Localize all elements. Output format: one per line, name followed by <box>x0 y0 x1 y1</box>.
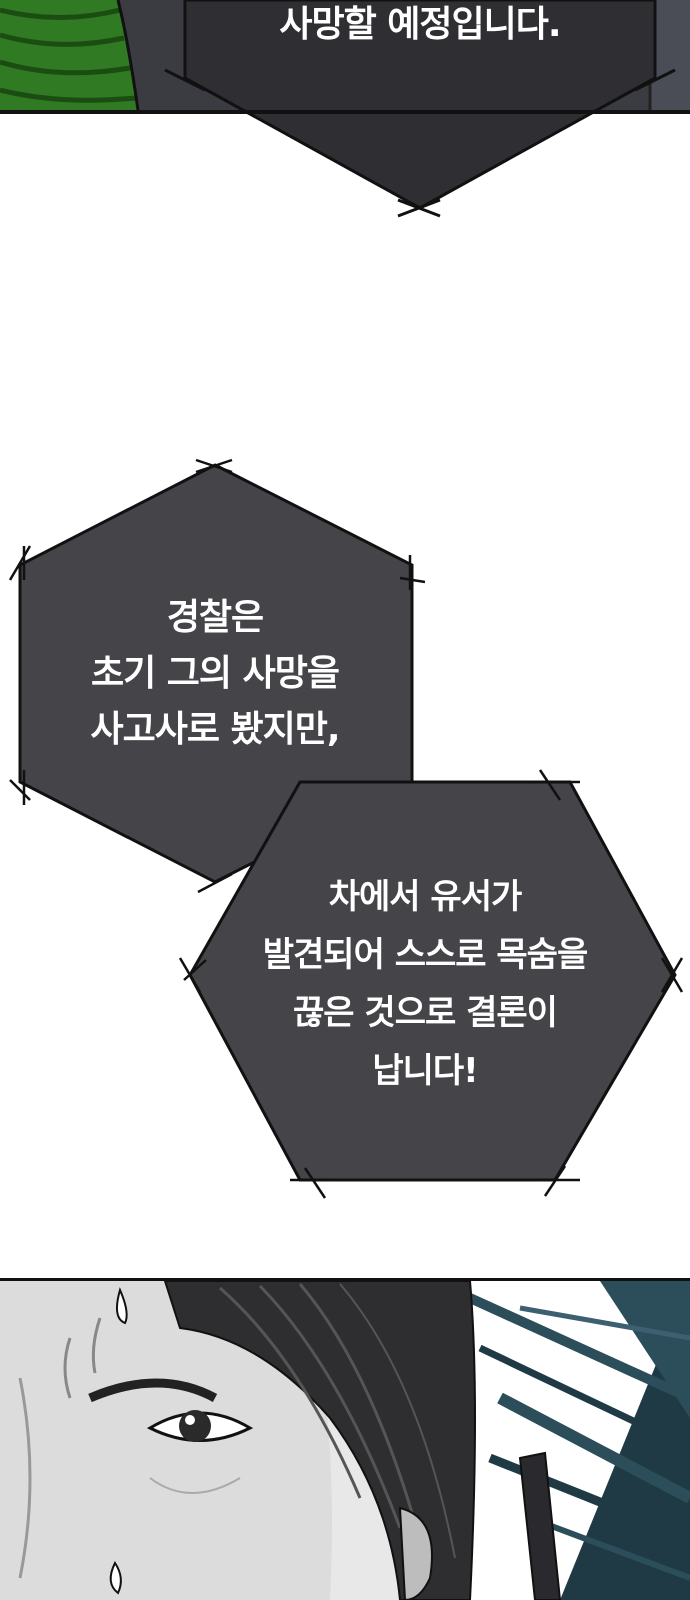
eyebrow-illustration <box>88 1378 218 1403</box>
top-panel <box>0 0 690 218</box>
top-bubble-text: ~~~ ~~ ~~~ 사망할 예정입니다. <box>185 0 655 50</box>
conclusion-line-4: 납니다! <box>372 1051 478 1091</box>
bottom-panel <box>0 1278 690 1600</box>
police-line-2: 초기 그의 사망을 <box>91 653 340 694</box>
eye-illustration <box>146 1410 254 1442</box>
hair-illustration <box>163 1280 476 1600</box>
green-bottle-illustration <box>0 0 140 111</box>
police-bubble-text: 경찰은 초기 그의 사망을 사고사로 봤지만, <box>40 590 390 758</box>
conclusion-line-2: 발견되어 스스로 목숨을 <box>262 935 588 975</box>
top-bubble-line: 사망할 예정입니다. <box>279 4 561 45</box>
police-line-3: 사고사로 봤지만, <box>90 709 340 750</box>
conclusion-bubble-text: 차에서 유서가 발견되어 스스로 목숨을 끊은 것으로 결론이 납니다! <box>210 868 640 1100</box>
sweat-drop-illustration <box>115 1287 128 1325</box>
top-speech-bubble <box>183 0 657 210</box>
bubbles-layer <box>8 458 684 1199</box>
conclusion-line-1: 차에서 유서가 <box>328 877 523 917</box>
police-line-1: 경찰은 <box>166 597 264 638</box>
speed-lines-effect <box>460 1281 690 1600</box>
conclusion-line-3: 끊은 것으로 결론이 <box>293 993 558 1033</box>
